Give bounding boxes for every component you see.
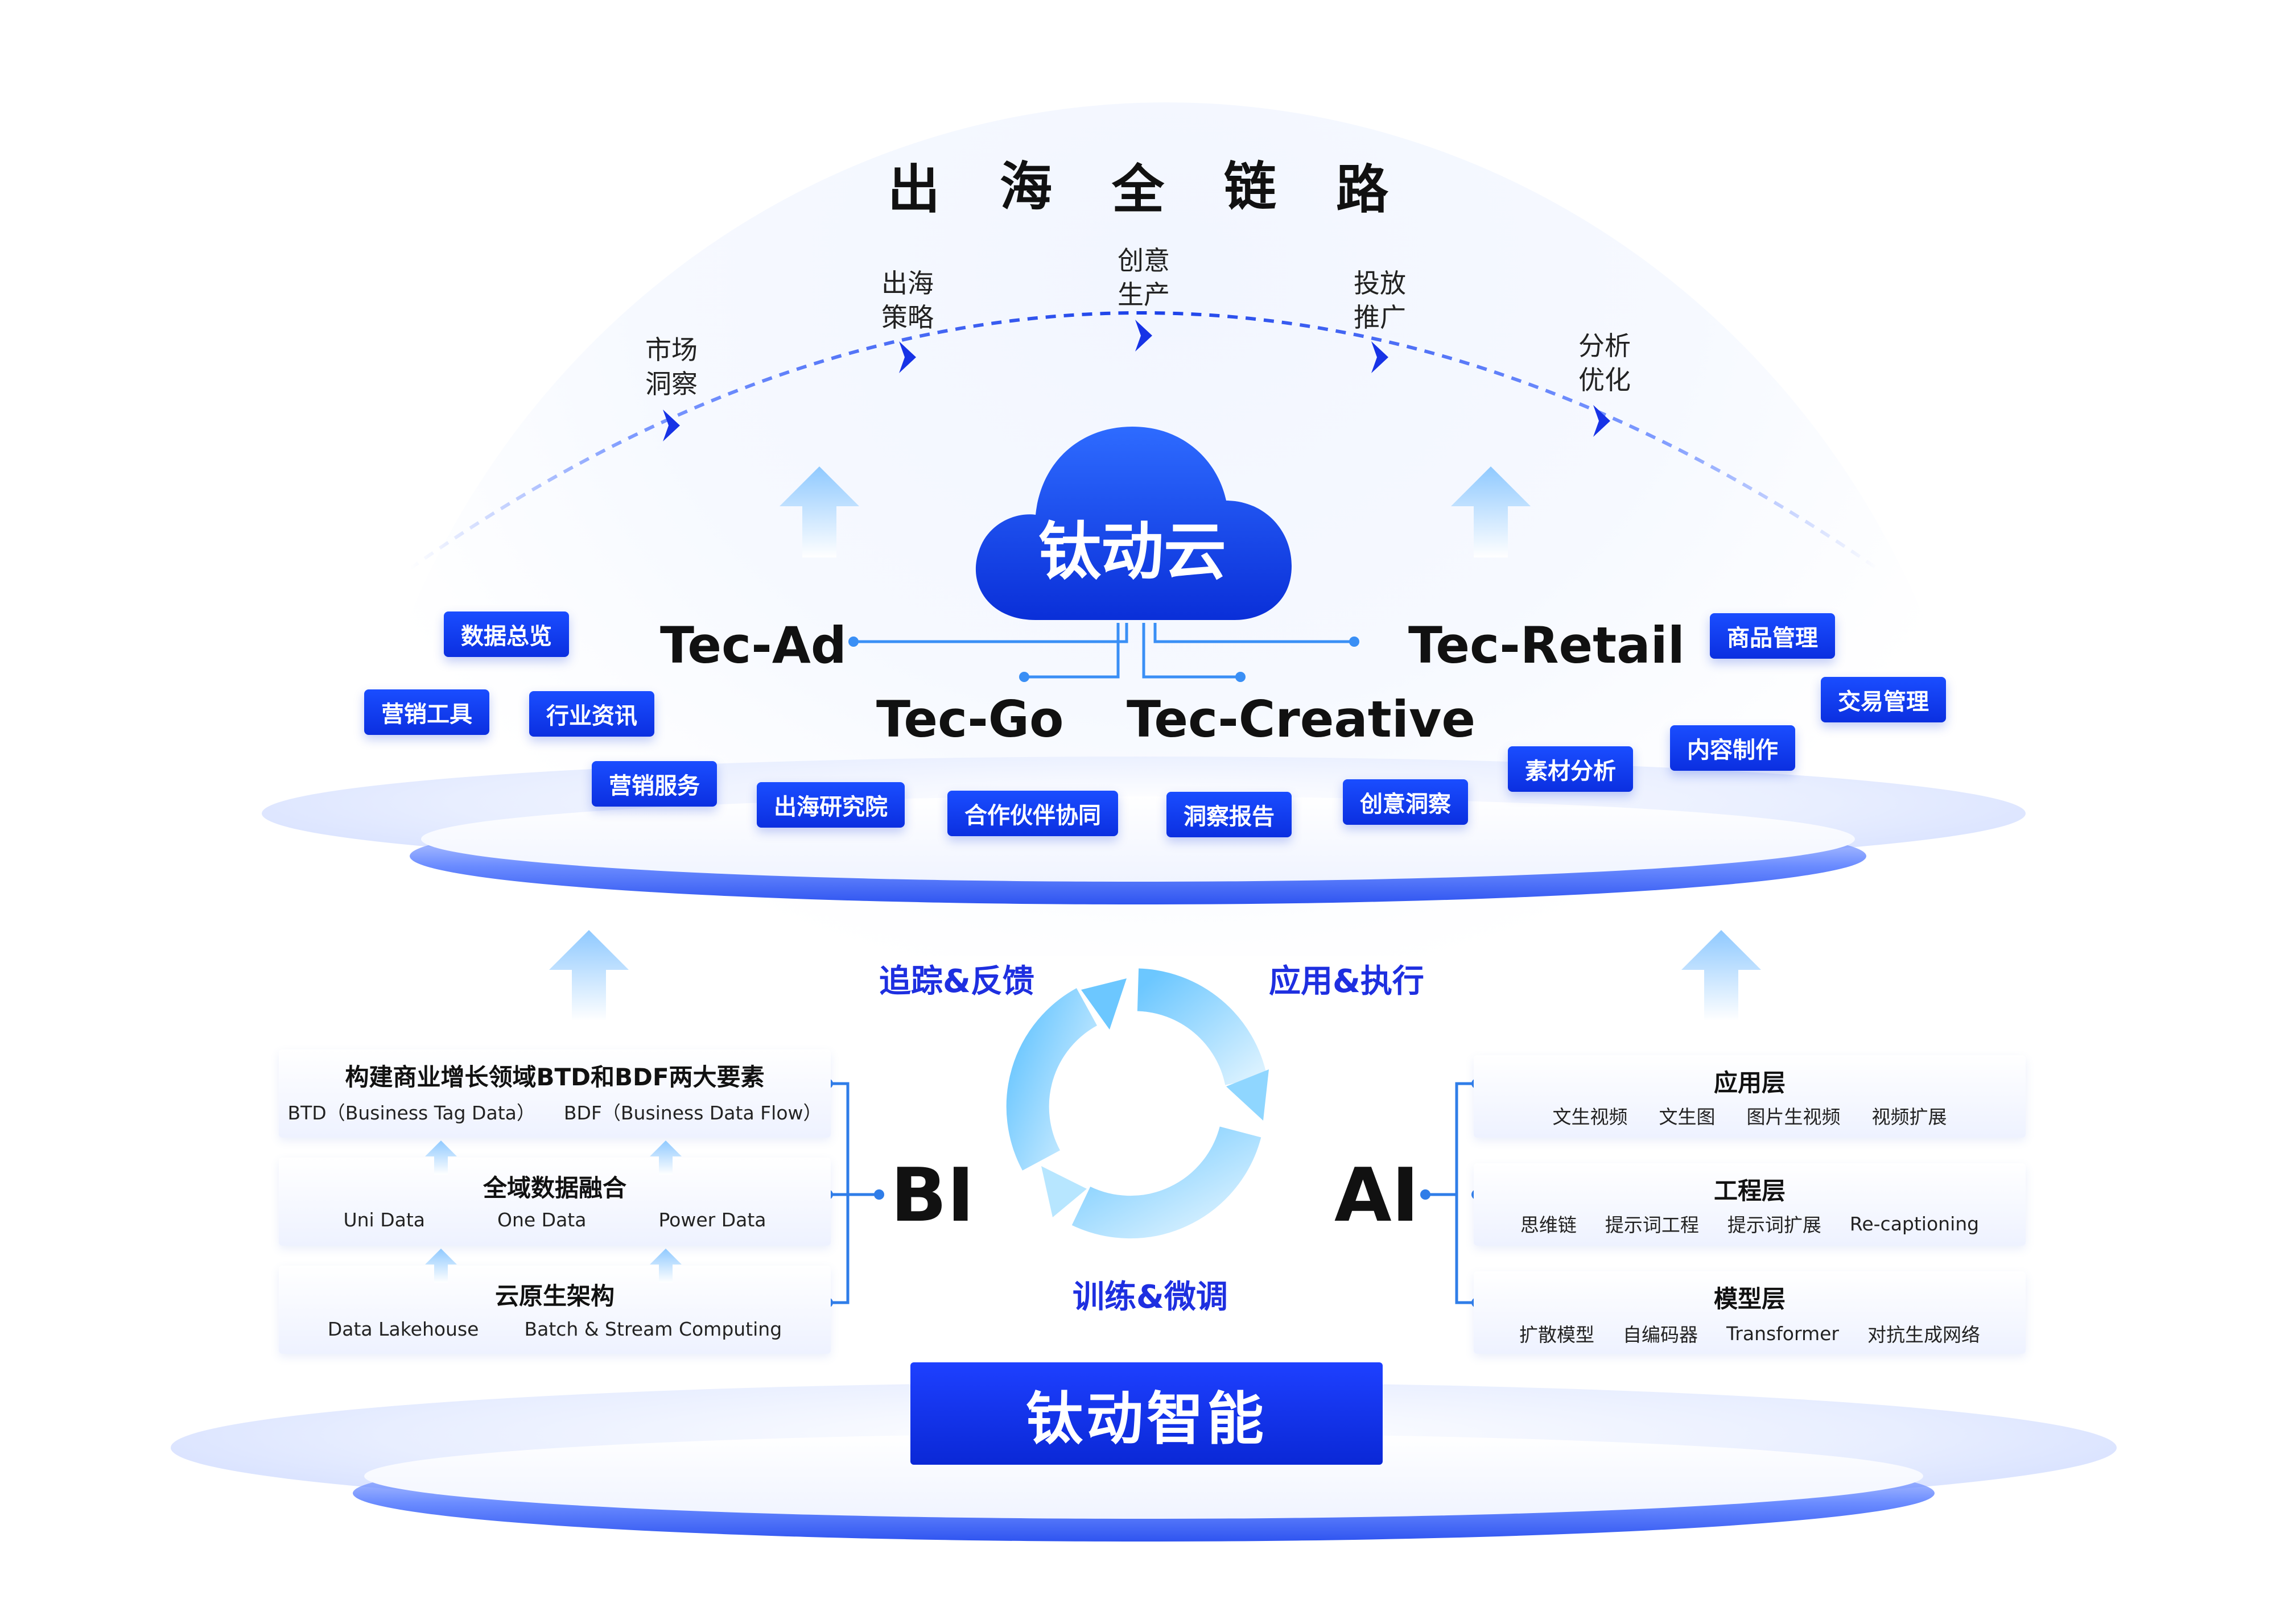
chevron-right-icon [1593,405,1610,437]
panel-item: 视频扩展 [1871,1106,1947,1128]
bi-panel-cloud-native: 云原生架构 Data Lakehouse Batch & Stream Comp… [279,1266,831,1354]
page-title: 出 海 全 链 路 [888,145,1388,225]
tag-research-institute: 出海研究院 [757,782,905,828]
upper-platform-top [421,796,1855,882]
chevron-right-icon [899,341,916,373]
up-arrow-icon [650,1140,682,1175]
chevron-right-icon [1371,341,1388,373]
tag-data-overview: 数据总览 [444,611,569,657]
up-arrow-icon [1681,930,1761,1021]
tag-partner-collab: 合作伙伴协同 [947,791,1118,836]
ai-panel-engineering: 工程层 思维链 提示词工程 提示词扩展 Re-captioning [1474,1163,2026,1246]
product-tec-creative: Tec-Creative [1127,690,1476,749]
panel-item: 对抗生成网络 [1867,1324,1981,1346]
panel-item: Uni Data [343,1209,426,1231]
ai-panel-model: 模型层 扩散模型 自编码器 Transformer 对抗生成网络 [1474,1271,2026,1354]
ai-label: AI [1334,1152,1419,1238]
step-analysis: 分析 优化 [1578,330,1631,395]
panel-item: BDF（Business Data Flow） [563,1102,822,1124]
step-market-insight: 市场 洞察 [645,334,698,399]
title-char: 链 [1223,156,1276,217]
panel-item: Re-captioning [1849,1212,1980,1235]
title-char: 海 [999,156,1052,217]
step-chevrons [663,320,1610,441]
step-promotion: 投放 推广 [1354,268,1406,333]
tag-content-creation: 内容制作 [1670,725,1795,771]
product-tec-ad: Tec-Ad [660,616,847,675]
tag-marketing-tools: 营销工具 [364,689,489,735]
tag-marketing-service: 营销服务 [592,761,717,807]
title-char: 路 [1335,159,1388,220]
tag-material-analysis: 素材分析 [1508,746,1633,792]
title-char: 全 [1111,159,1164,220]
panel-item: 自编码器 [1622,1324,1698,1346]
cycle-ring-icon [1006,968,1269,1239]
panel-item: 文生视频 [1552,1106,1628,1128]
cloud-label: 钛动云 [1038,515,1226,588]
up-arrow-icon [425,1249,457,1283]
panel-item: 提示词工程 [1605,1214,1699,1236]
ai-panel-application: 应用层 文生视频 文生图 图片生视频 视频扩展 [1474,1055,2026,1138]
panel-item: Transformer [1726,1322,1840,1345]
title-char: 出 [888,159,941,220]
panel-item: Power Data [658,1209,766,1231]
panel-item: 图片生视频 [1746,1106,1841,1128]
cycle-track-feedback: 追踪&反馈 [879,963,1034,1000]
tag-insight-report: 洞察报告 [1166,792,1292,837]
cycle-train-finetune: 训练&微调 [1073,1279,1228,1316]
chevron-right-icon [663,410,680,441]
product-tec-retail: Tec-Retail [1408,616,1685,675]
up-arrow-icon [549,930,629,1021]
tag-transaction-management: 交易管理 [1821,677,1946,722]
panel-item: 思维链 [1520,1214,1577,1236]
bi-panel-elements: 构建商业增长领域BTD和BDF两大要素 BTD（Business Tag Dat… [279,1049,831,1138]
panel-item: 文生图 [1659,1106,1716,1128]
panel-item: Batch & Stream Computing [524,1318,782,1340]
bi-label: BI [890,1152,975,1238]
panel-item: Data Lakehouse [327,1318,479,1340]
up-arrow-icon [425,1140,457,1175]
up-arrow-icon [1451,466,1531,557]
tag-creative-insight: 创意洞察 [1343,779,1468,825]
up-arrow-icon [780,466,859,557]
bi-panel-data-fusion: 全域数据融合 Uni Data One Data Power Data [279,1158,831,1246]
panel-item: BTD（Business Tag Data） [287,1102,535,1124]
up-arrow-icon [650,1249,682,1283]
panel-item: 提示词扩展 [1727,1214,1821,1236]
step-creative-production: 创意 生产 [1118,245,1170,310]
panel-item: One Data [497,1209,587,1231]
step-strategy: 出海 策略 [881,268,934,333]
brand-box: 钛动智能 [910,1362,1383,1465]
cycle-apply-execute: 应用&执行 [1269,963,1424,1000]
cloud-icon [975,427,1292,620]
chevron-right-icon [1135,320,1152,352]
tag-product-management: 商品管理 [1710,613,1835,659]
product-tec-go: Tec-Go [876,690,1064,749]
tag-industry-news: 行业资讯 [529,691,654,737]
panel-item: 扩散模型 [1519,1324,1594,1346]
